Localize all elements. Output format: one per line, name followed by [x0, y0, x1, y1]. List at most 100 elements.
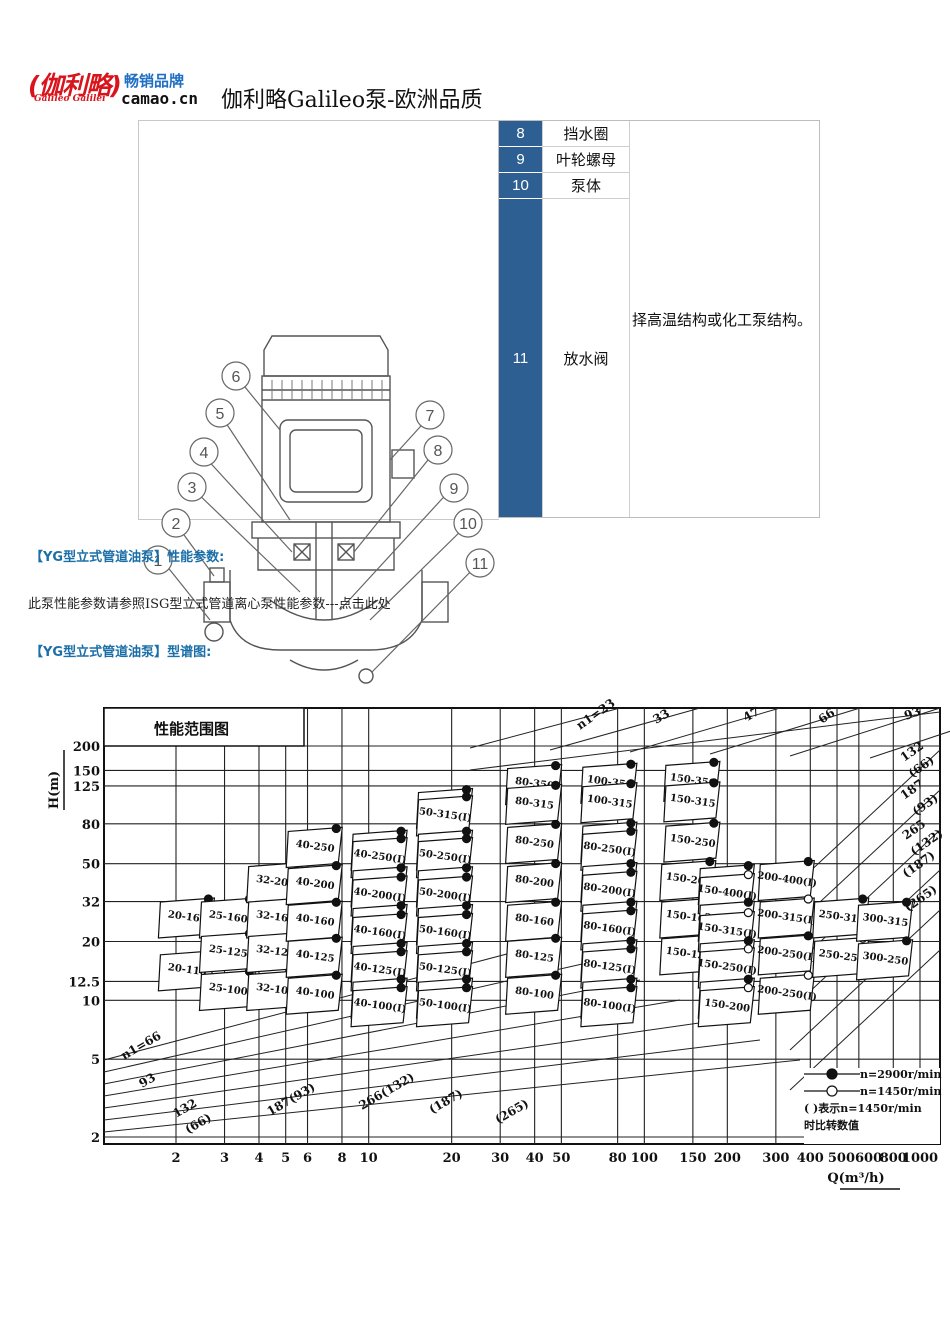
speed-marker — [626, 779, 636, 789]
callout-label-5: 5 — [216, 406, 225, 423]
y-tick-label: 5 — [91, 1053, 100, 1068]
chart-title: 性能范围图 — [154, 720, 229, 738]
part-number: 11 — [499, 199, 542, 517]
speed-marker — [396, 834, 406, 844]
y-tick-label: 200 — [73, 740, 100, 755]
part-name: 挡水圈 — [542, 121, 630, 147]
region-model-label: 32-200 — [255, 874, 295, 890]
x-tick-label: 500600 — [828, 1151, 882, 1166]
spectrum-region — [855, 939, 914, 981]
spectrum-region — [505, 973, 563, 1015]
page-title: 伽利略Galileo泵-欧洲品质 — [221, 88, 483, 113]
y-tick-label: 125 — [73, 780, 100, 795]
speed-marker — [743, 983, 753, 993]
speed-line-top — [629, 707, 781, 753]
region-model-label: 80-160 — [514, 913, 554, 929]
speed-marker — [709, 818, 719, 828]
callout-label-8: 8 — [434, 443, 443, 460]
region-model-label: 25-125 — [208, 944, 248, 960]
performance-link[interactable]: 点击此处 — [338, 597, 391, 612]
callout-label-9: 9 — [450, 481, 459, 498]
spectrum-region — [663, 781, 721, 823]
region-model-label: 40-125 — [295, 949, 335, 965]
ns-top-label: 93 — [902, 704, 922, 723]
parts-note: 择高温结构或化工泵结构。 — [632, 310, 813, 329]
brand-label: 畅销品牌 — [124, 72, 185, 90]
speed-marker — [461, 983, 472, 993]
callout-3 — [177, 472, 207, 502]
x-tick-label: 800 — [880, 1151, 907, 1166]
ns-bottom-label: 266(132) — [357, 1070, 417, 1113]
x-tick-label: 400 — [797, 1151, 824, 1166]
y-tick-label: 50 — [82, 858, 100, 873]
part-name: 泵体 — [542, 173, 630, 199]
region-model-label: 20-160 — [167, 909, 207, 925]
region-model-label: 25-100 — [208, 982, 248, 998]
x-tick-label: 2 — [171, 1151, 180, 1166]
logo-subtext: Galileo Galilei — [34, 94, 106, 104]
region-model-label: 32-125 — [255, 944, 295, 960]
speed-marker — [551, 933, 561, 943]
x-tick-label: 4 — [254, 1151, 263, 1166]
speed-marker — [901, 897, 912, 907]
speed-marker — [461, 938, 472, 949]
x-tick-label: 200 — [714, 1151, 741, 1166]
spectrum-region — [415, 986, 474, 1028]
performance-text: 此泵性能参数请参照ISG型立式管道离心泵性能参数---点击此处 — [28, 593, 391, 612]
y-tick-label: 2 — [91, 1131, 100, 1146]
y-tick-label: 80 — [82, 818, 100, 833]
speed-marker — [743, 869, 753, 880]
speed-marker — [901, 936, 912, 946]
callout-11 — [465, 548, 495, 578]
speed-marker — [461, 834, 472, 844]
spectrum-region — [663, 821, 721, 863]
speed-marker — [626, 826, 636, 836]
speed-marker — [551, 897, 561, 907]
x-tick-label: 50 — [552, 1151, 570, 1166]
x-tick-label: 6 — [303, 1151, 312, 1166]
callout-label-7: 7 — [426, 408, 435, 425]
legend-label: n=2900r/min — [860, 1068, 941, 1081]
logo-text: (伽利略) — [28, 71, 122, 100]
speed-marker — [461, 863, 472, 873]
legend-label: n=1450r/min — [860, 1085, 941, 1098]
x-tick-label: 80 — [609, 1151, 627, 1166]
y-tick-label: 10 — [82, 994, 100, 1009]
region-model-label: 32-100 — [255, 982, 295, 998]
speed-line-top — [469, 707, 621, 749]
speed-marker — [396, 974, 406, 984]
speed-marker — [626, 936, 636, 946]
speed-marker — [461, 792, 472, 802]
region-model-label: 80-200 — [514, 874, 554, 890]
ns-right-label: (265) — [902, 882, 940, 914]
part-name: 叶轮螺母 — [542, 147, 630, 173]
legend-label: ( )表示n=1450r/min — [804, 1101, 922, 1115]
speed-marker — [331, 970, 341, 980]
callout-label-4: 4 — [200, 445, 209, 462]
performance-heading: 【YG型立式管道油泵】性能参数: — [30, 550, 225, 565]
speed-line-right — [789, 909, 941, 1051]
speed-marker — [626, 867, 636, 877]
performance-spectrum-chart: 20-16020-11025-16025-12525-10032-20032-1… — [47, 696, 950, 1190]
speed-marker — [743, 897, 753, 907]
site-domain[interactable]: camao.cn — [121, 89, 199, 108]
region-model-label: 80-100 — [514, 986, 554, 1002]
x-tick-label: 150 — [679, 1151, 706, 1166]
speed-marker — [858, 894, 868, 904]
speed-marker — [461, 900, 472, 911]
legend-marker — [826, 1068, 838, 1080]
x-tick-label: 10 — [360, 1151, 378, 1166]
y-tick-label: 150 — [73, 764, 100, 779]
speed-line-bottom — [103, 1019, 721, 1109]
x-tick-label: 30 — [491, 1151, 509, 1166]
speed-marker — [626, 974, 636, 984]
speed-marker — [626, 759, 636, 769]
region-model-label: 40-100 — [295, 986, 335, 1002]
speed-line-top — [869, 730, 950, 759]
speed-line-right — [789, 749, 941, 891]
speed-marker — [461, 947, 472, 957]
callout-label-11: 11 — [472, 556, 489, 573]
callout-label-2: 2 — [172, 516, 181, 533]
part-number: 9 — [499, 147, 542, 173]
ns-top-label: 33 — [651, 706, 672, 726]
